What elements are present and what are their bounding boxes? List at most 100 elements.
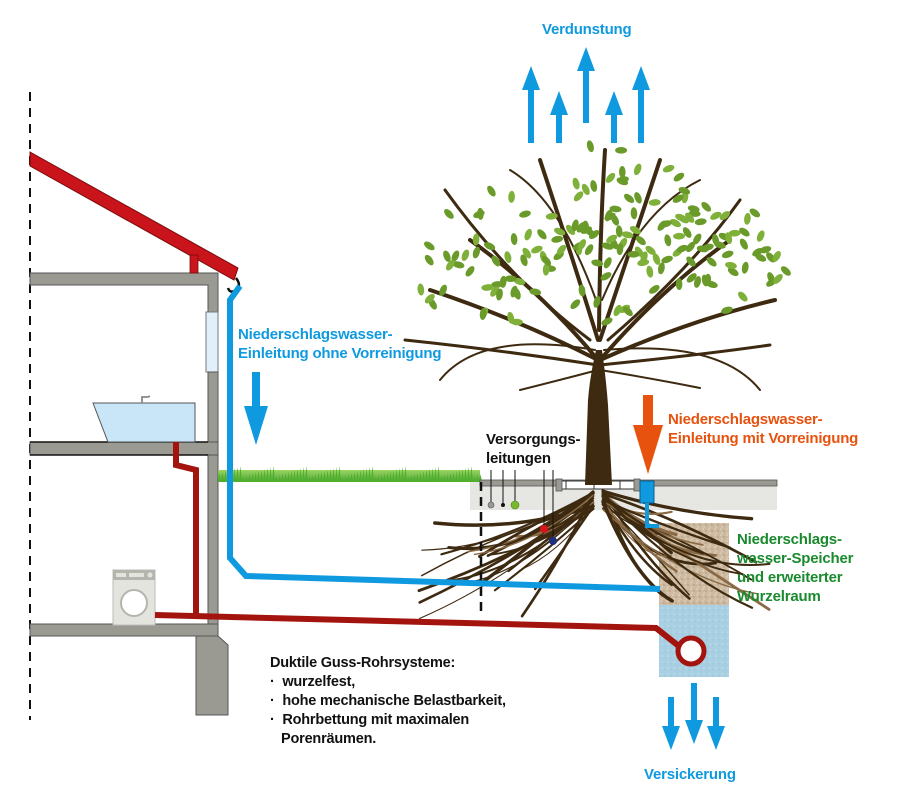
leaf	[605, 172, 616, 183]
pretreated-inlet-pipe	[645, 503, 659, 528]
leaf	[710, 211, 722, 220]
leaf	[545, 212, 558, 220]
leaf	[675, 278, 683, 290]
leaf	[591, 259, 604, 267]
leaf	[490, 286, 500, 297]
leaf	[755, 253, 767, 262]
leaf	[542, 263, 550, 276]
leaf	[522, 247, 532, 259]
leaf	[696, 245, 709, 253]
label-line: Wurzelraum	[737, 588, 821, 605]
leaf	[670, 219, 681, 228]
tree-branch	[598, 238, 732, 362]
leaf	[417, 283, 425, 296]
roof-support	[189, 254, 199, 274]
root	[601, 489, 754, 521]
leaf	[621, 231, 634, 239]
root	[601, 492, 758, 564]
roof	[29, 151, 239, 281]
label-inlet-with-pretreatment: Niederschlagswasser- Einleitung mit Vorr…	[668, 410, 858, 448]
info-item: · Rohrbettung mit maximalen	[270, 711, 506, 730]
leaf	[635, 235, 646, 246]
leaf	[510, 233, 518, 246]
label-line: wasser-Speicher	[737, 550, 854, 567]
leaf	[646, 265, 654, 278]
leaf	[479, 308, 487, 320]
arrow-up-icon	[550, 91, 568, 143]
inlet-arrow-orange	[633, 395, 663, 474]
bullet: ·	[270, 693, 275, 709]
leaf	[645, 245, 656, 255]
tree-branch	[443, 188, 592, 342]
leaf	[744, 212, 751, 225]
arrow-up-icon	[522, 66, 540, 143]
leaf	[452, 261, 465, 269]
house-wall-right	[207, 371, 219, 443]
leaf	[704, 273, 712, 286]
leaf	[519, 210, 531, 218]
arrow-down-icon	[707, 697, 725, 750]
leaf	[601, 242, 614, 250]
leaf	[652, 253, 661, 265]
leaf	[693, 233, 702, 245]
leaf	[673, 172, 685, 182]
wastewater-pipe	[173, 442, 199, 614]
leaf	[487, 185, 496, 197]
leaf	[477, 207, 484, 220]
leaf	[593, 296, 601, 308]
faucet-icon	[141, 395, 151, 403]
infiltration-arrows	[662, 683, 725, 750]
leaf	[529, 288, 542, 296]
leaf	[481, 284, 494, 291]
leaf	[541, 255, 552, 266]
leaf	[472, 233, 480, 246]
tree-branch	[598, 343, 772, 367]
tree	[403, 140, 791, 485]
leaf	[657, 262, 665, 275]
house	[29, 151, 241, 716]
leaf	[616, 177, 628, 186]
leaf	[451, 250, 460, 262]
leaf	[578, 284, 586, 297]
leaf	[520, 254, 528, 267]
root	[601, 492, 754, 609]
evaporation-arrows	[522, 47, 650, 143]
root	[473, 494, 594, 556]
info-item-text: Porenräumen.	[281, 731, 377, 747]
leaf	[725, 261, 737, 269]
leaf	[676, 244, 688, 253]
root	[601, 502, 678, 573]
label-supply-lines: Versorgungs- leitungen	[486, 430, 580, 468]
leaf	[603, 257, 612, 269]
leaf	[577, 239, 587, 251]
leaf	[604, 212, 616, 221]
leaf	[637, 259, 650, 267]
leaf	[513, 288, 521, 300]
leaf	[601, 317, 613, 326]
leaf	[615, 225, 623, 238]
leaf	[673, 232, 686, 240]
leaf	[581, 183, 590, 195]
leaf	[672, 194, 684, 203]
arrow-up-icon	[605, 91, 623, 143]
leaf	[686, 241, 696, 253]
label-storage: Niederschlags- wasser-Speicher und erwei…	[737, 530, 853, 606]
leaf	[634, 246, 644, 258]
leaf	[444, 209, 454, 219]
grass-strip	[218, 466, 482, 482]
sink	[92, 402, 196, 443]
label-line: Einleitung mit Vorreinigung	[668, 430, 859, 447]
tree-branch	[598, 298, 777, 362]
tree-branches	[403, 148, 777, 391]
leaf	[554, 227, 566, 236]
leaf	[706, 257, 717, 267]
leaf	[693, 276, 702, 288]
label-infiltration: Versickerung	[644, 766, 736, 783]
supply-line-gray	[487, 501, 495, 509]
leaf	[630, 207, 638, 220]
leaf	[701, 201, 712, 212]
leaf	[694, 218, 707, 226]
window	[205, 311, 219, 373]
wastewater-pipe-main	[154, 612, 682, 650]
leaf	[756, 230, 765, 242]
